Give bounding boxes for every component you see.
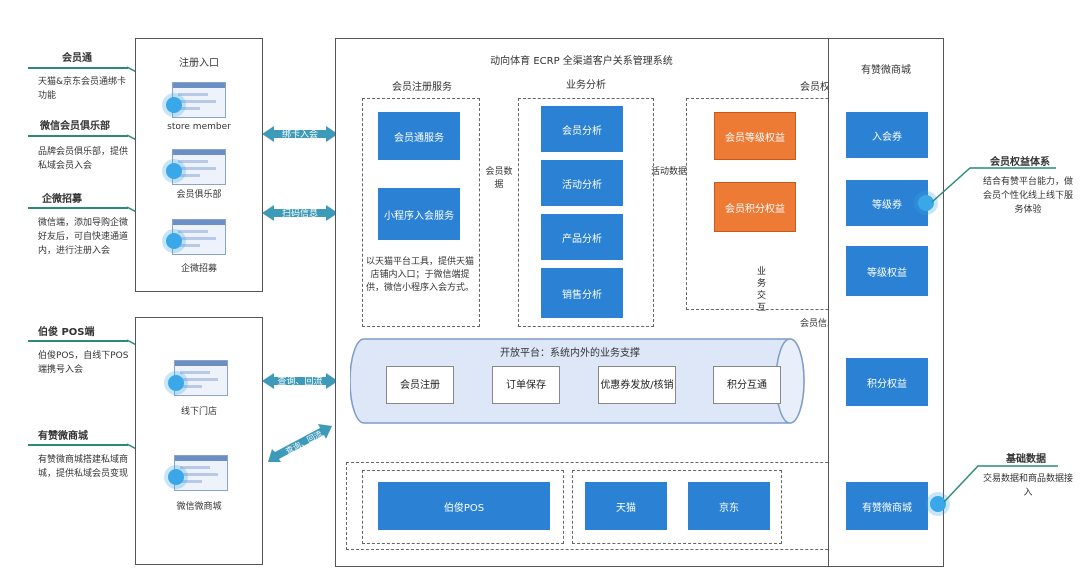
group-desc-base-data: 交易数据和商品数据接入 xyxy=(982,474,1073,498)
registration-entry-panel: 注册入口 store member 会员俱乐部 企微招募 xyxy=(135,38,263,292)
sales-analysis-box: 销售分析 xyxy=(541,268,623,318)
system-title: 动向体育 ECRP 全渠道客户关系管理系统 xyxy=(490,56,673,67)
section-title-registration: 会员注册服务 xyxy=(392,82,452,93)
group-line xyxy=(28,340,128,342)
open-platform-title: 开放平台：系统内外的业务支撑 xyxy=(500,348,640,359)
platform-member-register: 会员注册 xyxy=(386,366,454,404)
store-channel-panel: 线下门店 微信微商城 xyxy=(135,317,263,565)
group-desc-member-pass: 天猫&京东会员通绑卡功能 xyxy=(38,77,127,101)
join-coupon-box: 入会券 xyxy=(846,112,928,158)
platform-order-save: 订单保存 xyxy=(492,366,560,404)
group-line xyxy=(28,67,128,69)
window-icon xyxy=(172,219,226,255)
group-desc-pos: 伯俊POS，自线下POS端携号入会 xyxy=(38,351,129,375)
hotspot-icon xyxy=(168,469,184,485)
panel-title: 注册入口 xyxy=(179,58,219,69)
entry-caption: 会员俱乐部 xyxy=(176,190,222,200)
activity-data-label: 活动数据 xyxy=(651,167,688,177)
group-line xyxy=(28,135,128,137)
tmall-source-box: 天猫 xyxy=(585,482,667,530)
scan-code-label: 扫码信息 xyxy=(281,209,318,219)
hotspot-icon xyxy=(166,233,182,249)
hotspot-icon xyxy=(166,97,182,113)
open-platform-cylinder xyxy=(350,338,805,424)
member-data-label: 会员数据 xyxy=(485,167,513,190)
hotspot-icon xyxy=(918,195,934,211)
ecommerce-source-group xyxy=(572,470,782,544)
query-return-arrow-1 xyxy=(262,373,338,389)
level-rights-box-youzan: 等级权益 xyxy=(846,246,928,296)
group-title-wechat-club: 微信会员俱乐部 xyxy=(40,121,110,132)
hotspot-icon xyxy=(166,163,182,179)
group-desc-rights-system: 结合有赞平台能力，做会员个性化线上线下服务体验 xyxy=(982,177,1073,215)
member-info-label: 会员信息 xyxy=(800,319,837,329)
level-rights-box: 会员等级权益 xyxy=(714,112,796,160)
member-analysis-box: 会员分析 xyxy=(541,106,623,152)
store-caption: 线下门店 xyxy=(180,407,217,417)
analysis-group xyxy=(518,98,654,327)
group-title-base-data: 基础数据 xyxy=(1006,454,1046,465)
miniprogram-join-service-box: 小程序入会服务 xyxy=(378,188,460,240)
group-line xyxy=(28,444,128,446)
group-title-member-pass: 会员通 xyxy=(62,53,92,64)
platform-coupon: 优惠券发放/核销 xyxy=(598,366,676,404)
group-line xyxy=(28,207,128,209)
group-desc-wechat-club: 品牌会员俱乐部，提供私域会员入会 xyxy=(38,147,129,171)
entry-caption: store member xyxy=(167,122,231,132)
data-sources-group xyxy=(346,462,943,550)
jd-source-box: 京东 xyxy=(688,482,770,530)
registration-service-group xyxy=(362,98,480,327)
business-interaction-label: 业务交互 xyxy=(757,267,767,313)
platform-points-exchange: 积分互通 xyxy=(713,366,781,404)
bind-card-arrow xyxy=(262,126,338,142)
group-title-youzan: 有赞微商城 xyxy=(38,431,88,442)
points-rights-box-youzan: 积分权益 xyxy=(846,358,928,406)
group-title-rights-system: 会员权益体系 xyxy=(990,157,1050,168)
query-return-arrow-2 xyxy=(268,424,332,462)
group-title-wecom-recruit: 企微招募 xyxy=(42,194,82,205)
pos-source-group xyxy=(362,470,564,544)
rights-group xyxy=(686,98,943,310)
product-analysis-box: 产品分析 xyxy=(541,214,623,260)
entry-caption: 企微招募 xyxy=(180,264,217,274)
group-desc-wecom-recruit: 微信端，添加导购企微好友后，可自快速通道内，进行注册入会 xyxy=(38,218,129,256)
panel-title: 有赞微商城 xyxy=(861,65,911,76)
store-caption: 微信微商城 xyxy=(176,502,222,512)
section-title-rights: 会员权益 xyxy=(800,82,840,93)
pos-source-box: 伯俊POS xyxy=(378,482,550,530)
window-icon xyxy=(174,360,228,396)
member-pass-service-box: 会员通服务 xyxy=(378,112,460,160)
registration-service-note: 以天猫平台工具，提供天猫店铺内入口；于微信端提供，微信小程序入会方式。 xyxy=(366,257,475,293)
youzan-mall-box: 有赞微商城 xyxy=(846,482,928,530)
level-coupon-box: 等级券 xyxy=(846,180,928,226)
group-desc-youzan: 有赞微商城搭建私域商城，提供私域会员变现 xyxy=(38,455,129,479)
query-return-label: 查询、回流 xyxy=(277,377,323,387)
bind-card-label: 绑卡入会 xyxy=(281,130,318,140)
points-rights-box: 会员积分权益 xyxy=(714,182,796,232)
section-title-analysis: 业务分析 xyxy=(566,80,606,91)
hotspot-icon xyxy=(930,496,946,512)
activity-analysis-box: 活动分析 xyxy=(541,160,623,206)
hotspot-icon xyxy=(168,375,184,391)
group-title-pos: 伯俊 POS端 xyxy=(38,327,95,338)
scan-code-arrow xyxy=(262,205,338,221)
